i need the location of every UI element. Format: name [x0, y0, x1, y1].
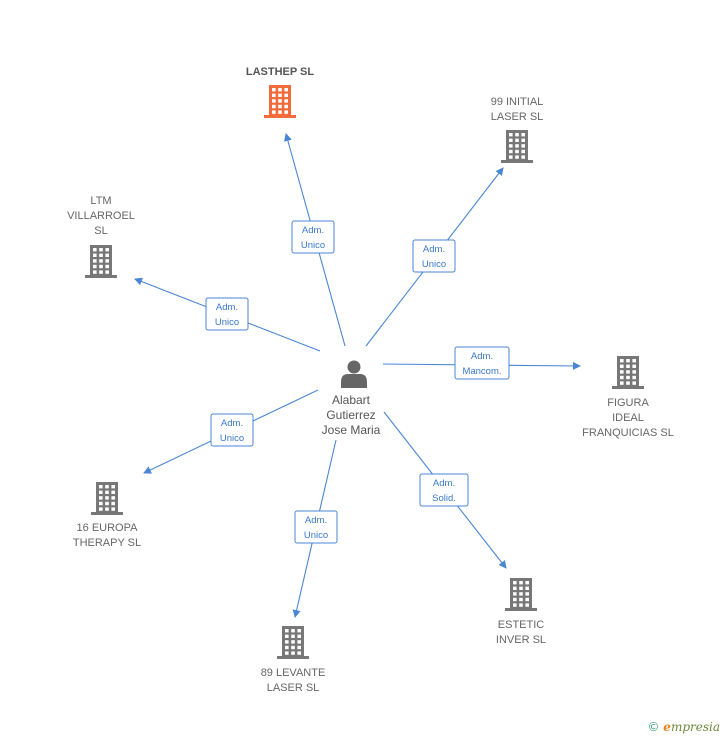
company-name-line: LTM [90, 195, 111, 207]
role-badge[interactable] [205, 297, 249, 331]
edge-ltm-villarroel[interactable]: Adm. Unico [134, 277, 321, 352]
company-name-line: ESTETIC [498, 619, 545, 631]
role-badge[interactable] [412, 239, 456, 273]
company-name-line: FRANQUICIAS SL [582, 427, 674, 439]
role-label-line: Unico [301, 240, 325, 251]
center-name-line-1: Alabart [332, 393, 371, 407]
role-label-line: Unico [220, 433, 244, 444]
brand-name: mpresia [670, 720, 720, 734]
building-icon [264, 85, 296, 118]
role-badge[interactable] [454, 346, 510, 380]
role-label-line: Adm. [423, 244, 445, 255]
company-node-figura-ideal[interactable]: FIGURA IDEAL FRANQUICIAS SL [582, 356, 674, 439]
role-badge[interactable] [291, 220, 335, 254]
building-icon [501, 130, 533, 163]
center-name-line-2: Gutierrez [326, 408, 375, 422]
role-badge[interactable] [419, 473, 469, 507]
role-label-line: Solid. [432, 493, 456, 504]
building-icon [612, 356, 644, 389]
company-name-line: LASER SL [491, 111, 544, 123]
edge-89-levante[interactable]: Adm. Unico [292, 439, 338, 618]
brand-initial: e [663, 720, 671, 734]
company-name-line: 89 LEVANTE [261, 667, 326, 679]
company-node-ltm-villarroel[interactable]: LTM VILLARROEL SL [67, 195, 135, 278]
building-icon [91, 482, 123, 515]
edge-16-europa[interactable]: Adm. Unico [143, 389, 319, 474]
role-label-line: Adm. [221, 418, 243, 429]
role-badge[interactable] [294, 510, 338, 544]
edge-lasthep[interactable]: Adm. Unico [284, 133, 346, 347]
company-name-line: LASER SL [267, 682, 320, 694]
center-node[interactable]: Alabart Gutierrez Jose Maria [322, 360, 381, 438]
company-name-line: SL [94, 225, 107, 237]
building-icon [277, 626, 309, 659]
center-name-line-3: Jose Maria [322, 423, 381, 437]
role-badge[interactable] [210, 413, 254, 447]
company-name-line: FIGURA [607, 397, 649, 409]
edge-estetic-inver[interactable]: Adm. Solid. [383, 411, 507, 569]
role-label-line: Adm. [433, 478, 455, 489]
role-label-line: Adm. [471, 351, 493, 362]
company-name-line: IDEAL [612, 412, 644, 424]
role-label-line: Unico [304, 530, 328, 541]
edge-99-initial[interactable]: Adm. Unico [365, 167, 504, 347]
company-node-estetic-inver[interactable]: ESTETIC INVER SL [496, 578, 546, 646]
company-name-line: THERAPY SL [73, 537, 141, 549]
company-name-line: LASTHEP SL [246, 66, 315, 78]
empresia-watermark: © empresia [647, 720, 720, 734]
role-label-line: Unico [215, 317, 239, 328]
company-name-line: INVER SL [496, 634, 546, 646]
role-label-line: Adm. [216, 302, 238, 313]
company-name-line: 16 EUROPA [77, 522, 139, 534]
role-label-line: Adm. [302, 225, 324, 236]
company-node-lasthep[interactable]: LASTHEP SL [246, 66, 315, 118]
role-label-line: Unico [422, 259, 446, 270]
person-icon [341, 360, 367, 388]
company-name-line: 99 INITIAL [491, 96, 544, 108]
copyright-symbol: © [647, 720, 660, 734]
role-label-line: Mancom. [462, 366, 501, 377]
edge-figura-ideal[interactable]: Adm. Mancom. [382, 346, 581, 380]
nodes-layer: LASTHEP SL 99 INITIAL LASER SL LTM VILLARROE… [67, 66, 674, 694]
company-name-line: VILLARROEL [67, 210, 135, 222]
company-node-16-europa[interactable]: 16 EUROPA THERAPY SL [73, 482, 141, 549]
role-label-line: Adm. [305, 515, 327, 526]
company-node-89-levante[interactable]: 89 LEVANTE LASER SL [261, 626, 326, 694]
company-node-99-initial[interactable]: 99 INITIAL LASER SL [491, 96, 544, 163]
building-icon [85, 245, 117, 278]
building-icon [505, 578, 537, 611]
